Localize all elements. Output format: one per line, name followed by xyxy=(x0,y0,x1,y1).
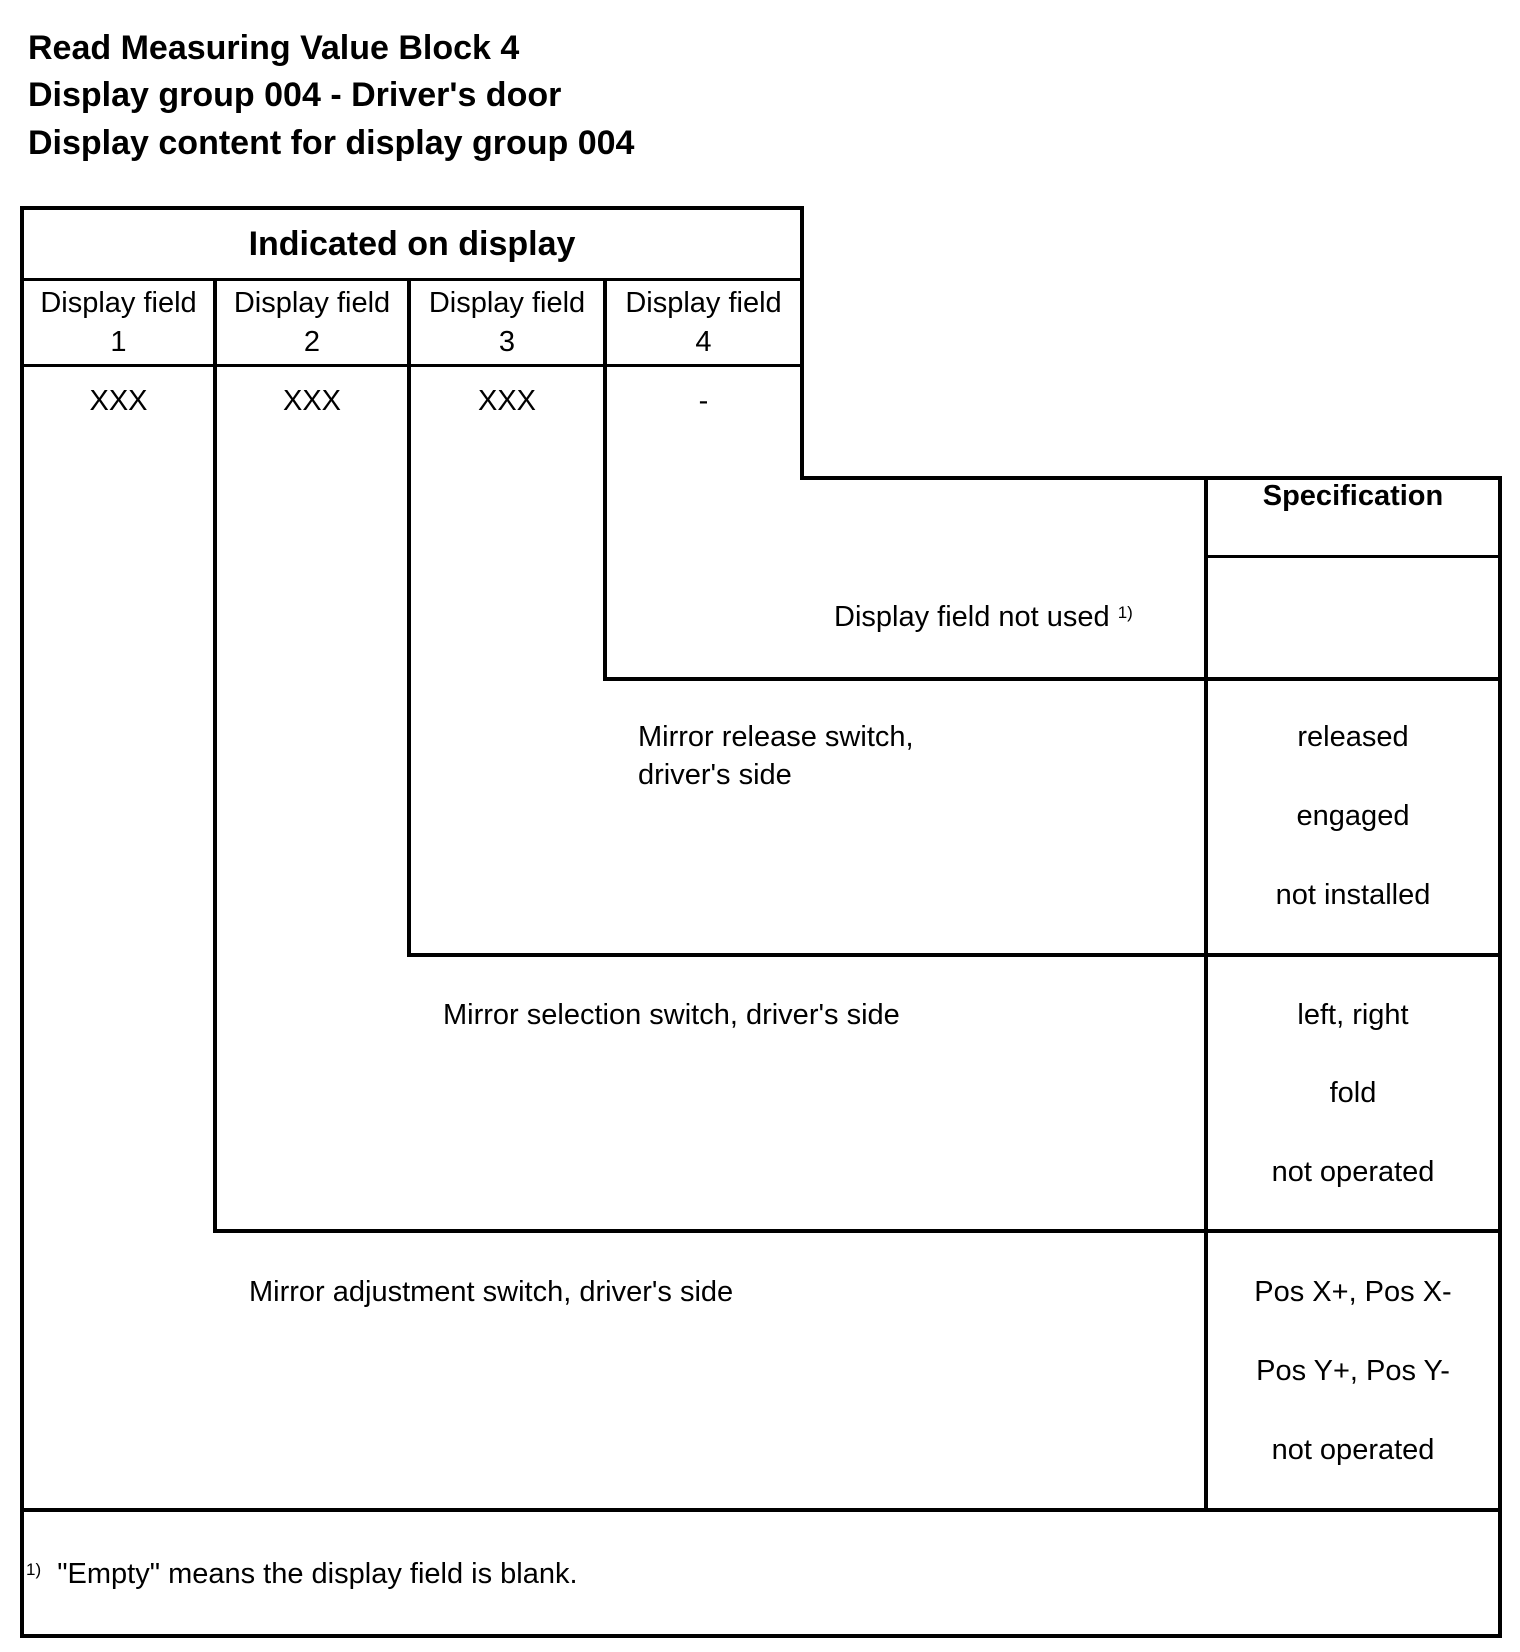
table-header: Indicated on display xyxy=(248,225,576,263)
row-field4-description-text: Display field not used xyxy=(834,601,1110,633)
field-header-2-number: 2 xyxy=(303,326,321,358)
field-header-3-number: 3 xyxy=(498,326,516,358)
heading-line-3: Display content for display group 004 xyxy=(28,124,635,162)
field-header-2-label: Display field xyxy=(233,287,391,319)
footnote-text: "Empty" means the display field is blank… xyxy=(57,1558,578,1590)
row-field3-description-line-2: driver's side xyxy=(638,759,792,791)
row-field2-spec-2: fold xyxy=(1329,1077,1377,1109)
field-header-1-number: 1 xyxy=(110,326,127,358)
field-value-3: XXX xyxy=(477,385,537,417)
row-field3-description: Mirror release switch, driver's side xyxy=(638,718,914,794)
field-value-2: XXX xyxy=(282,385,342,417)
footnote: 1) "Empty" means the display field is bl… xyxy=(26,1555,578,1593)
field-value-4: - xyxy=(698,385,709,417)
row-field1-spec-1: Pos X+, Pos X- xyxy=(1254,1276,1452,1308)
footnote-marker: 1) xyxy=(26,1560,42,1579)
row-field3-spec-3: not installed xyxy=(1275,879,1431,911)
field-value-1: XXX xyxy=(89,385,148,417)
row-field2-spec-3: not operated xyxy=(1271,1156,1435,1188)
field-header-4-number: 4 xyxy=(695,326,712,358)
field-header-1-label: Display field xyxy=(40,287,197,319)
field-header-3: Display field 3 xyxy=(411,284,603,362)
field-header-4-label: Display field xyxy=(625,287,782,319)
row-field3-spec-1: released xyxy=(1297,721,1409,753)
field-header-1: Display field 1 xyxy=(24,284,213,362)
row-field1-description: Mirror adjustment switch, driver's side xyxy=(249,1276,734,1308)
row-field3-description-line-1: Mirror release switch, xyxy=(638,721,914,753)
row-field1-spec-3: not operated xyxy=(1271,1434,1435,1466)
row-field3-spec-2: engaged xyxy=(1296,800,1410,832)
row-field1-spec-2: Pos Y+, Pos Y- xyxy=(1256,1355,1450,1387)
field-header-2: Display field 2 xyxy=(217,284,407,362)
field-header-4: Display field 4 xyxy=(607,284,800,362)
row-field4-description: Display field not used 1) xyxy=(834,598,1133,636)
heading-line-2: Display group 004 - Driver's door xyxy=(28,76,562,114)
footnote-ref: 1) xyxy=(1117,603,1133,622)
row-field2-spec-1: left, right xyxy=(1297,999,1409,1031)
row-field2-description: Mirror selection switch, driver's side xyxy=(443,999,900,1031)
heading-line-1: Read Measuring Value Block 4 xyxy=(28,29,520,67)
spec-header: Specification xyxy=(1262,480,1444,512)
field-header-3-label: Display field xyxy=(428,287,586,319)
